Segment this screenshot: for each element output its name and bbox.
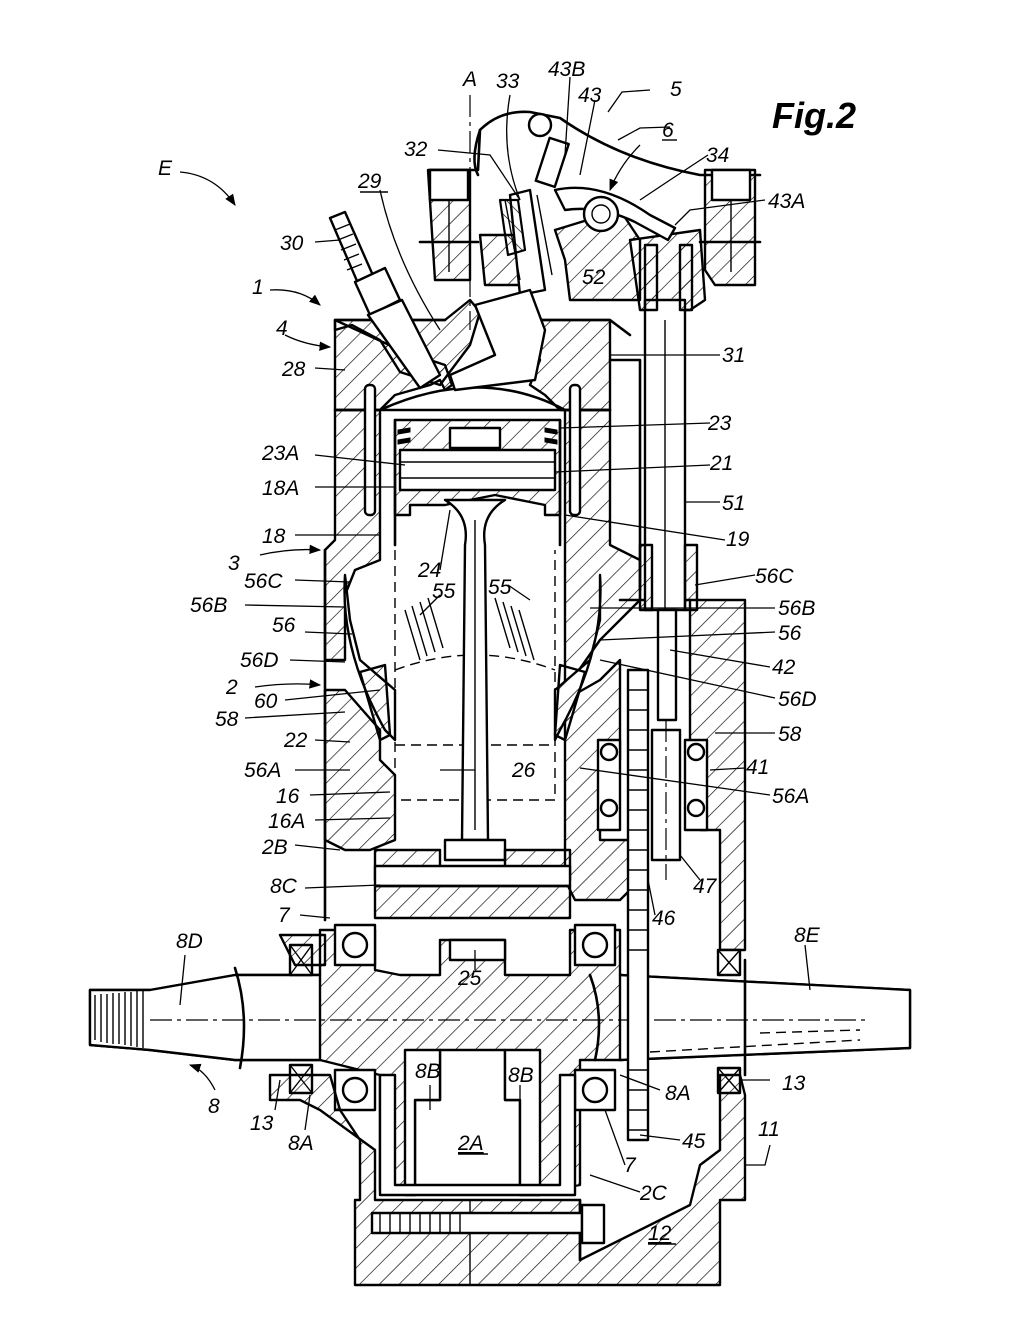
label-56B-left: 56B — [190, 594, 227, 617]
label-56C-right: 56C — [755, 565, 794, 588]
label-56D-left: 56D — [240, 649, 279, 672]
label-16: 16 — [276, 785, 300, 808]
crankcase-lower — [268, 933, 747, 1287]
label-29: 29 — [357, 170, 382, 193]
label-8B-left: 8B — [415, 1060, 441, 1083]
label-underlines — [360, 139, 677, 1245]
label-56-left: 56 — [272, 614, 296, 637]
label-13-right: 13 — [782, 1072, 806, 1095]
label-8C: 8C — [270, 875, 298, 898]
label-8D: 8D — [176, 930, 203, 953]
label-56-right: 56 — [778, 622, 802, 645]
label-8A-right: 8A — [665, 1082, 691, 1105]
label-55-left: 55 — [432, 580, 456, 603]
label-2A: 2A — [457, 1132, 484, 1155]
label-51: 51 — [722, 492, 745, 515]
label-28: 28 — [281, 358, 306, 381]
label-22: 22 — [283, 729, 308, 752]
label-32: 32 — [404, 138, 428, 161]
label-31: 31 — [722, 344, 745, 367]
label-33: 33 — [496, 70, 520, 93]
label-12: 12 — [648, 1222, 672, 1245]
label-7-lower: 7 — [624, 1154, 637, 1177]
label-41: 41 — [746, 756, 769, 779]
label-56D-right: 56D — [778, 688, 817, 711]
label-13-left: 13 — [250, 1112, 274, 1135]
label-47: 47 — [693, 875, 718, 898]
label-42: 42 — [772, 656, 796, 679]
label-23A: 23A — [261, 442, 299, 465]
label-8A-left: 8A — [288, 1132, 314, 1155]
label-58-right: 58 — [778, 723, 802, 746]
springs — [404, 597, 535, 661]
label-19: 19 — [726, 528, 750, 551]
label-60: 60 — [254, 690, 278, 713]
label-2B: 2B — [261, 836, 288, 859]
label-8: 8 — [208, 1095, 220, 1118]
label-16A: 16A — [268, 810, 305, 833]
label-18: 18 — [262, 525, 286, 548]
rocker-arm — [553, 186, 677, 242]
label-18A: 18A — [262, 477, 299, 500]
label-56B-right: 56B — [778, 597, 815, 620]
label-25: 25 — [457, 967, 482, 990]
timing-drive — [626, 243, 699, 1142]
label-56A-right: 56A — [772, 785, 809, 808]
label-45: 45 — [682, 1130, 706, 1153]
figure-title: Fig.2 — [772, 95, 856, 136]
label-8B-right: 8B — [508, 1064, 534, 1087]
label-52: 52 — [582, 266, 606, 289]
label-56A-left: 56A — [244, 759, 281, 782]
valve — [448, 136, 570, 392]
piston — [393, 418, 562, 547]
label-A: A — [461, 68, 477, 91]
label-2C: 2C — [639, 1182, 668, 1205]
label-55-right: 55 — [488, 576, 512, 599]
label-56C-left: 56C — [244, 570, 283, 593]
reference-labels: Fig.2 A E 33 43B 43 5 6 32 34 29 43A 30 … — [158, 58, 856, 1245]
label-30: 30 — [280, 232, 304, 255]
label-11: 11 — [758, 1118, 780, 1141]
label-58-left: 58 — [215, 708, 239, 731]
crankshaft — [88, 928, 912, 1197]
label-43B: 43B — [548, 58, 585, 81]
label-1: 1 — [252, 276, 264, 299]
label-8E: 8E — [794, 924, 821, 947]
label-43A: 43A — [768, 190, 805, 213]
label-4: 4 — [276, 317, 288, 340]
label-E: E — [158, 157, 173, 180]
crank-pin — [373, 848, 572, 920]
connecting-rod — [443, 498, 507, 862]
label-7-upper: 7 — [278, 904, 291, 927]
label-34: 34 — [706, 144, 729, 167]
spark-plug — [328, 210, 442, 390]
label-5: 5 — [670, 78, 682, 101]
balancer-weights — [343, 550, 602, 801]
label-3: 3 — [228, 552, 240, 575]
label-26: 26 — [511, 759, 536, 782]
label-2: 2 — [225, 676, 238, 699]
label-23: 23 — [707, 412, 732, 435]
label-24: 24 — [417, 559, 441, 582]
leader-lines — [179, 76, 811, 1193]
label-6: 6 — [662, 119, 674, 142]
label-46: 46 — [652, 907, 676, 930]
label-43: 43 — [578, 84, 602, 107]
label-21: 21 — [709, 452, 733, 475]
